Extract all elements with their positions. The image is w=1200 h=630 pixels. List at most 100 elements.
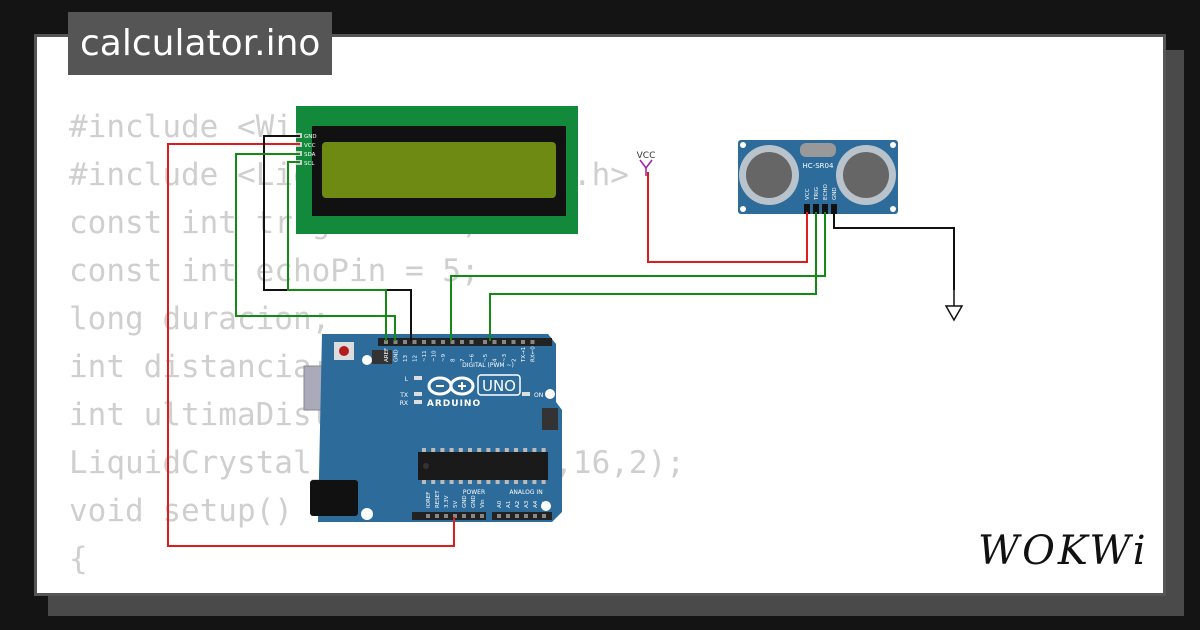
power-pin[interactable] <box>453 514 457 518</box>
digital-pin-label: 8 <box>451 358 457 362</box>
sensor-pin-label: TRIG <box>814 187 820 201</box>
digital-pin[interactable] <box>412 340 417 344</box>
code-line: long duracion; <box>69 301 331 337</box>
code-line: int distancia; <box>69 349 331 385</box>
analog-pin[interactable] <box>542 514 546 518</box>
power-pin-label: 5V <box>453 501 459 508</box>
power-pin[interactable] <box>444 514 448 518</box>
digital-pin-label: ~6 <box>470 353 476 362</box>
digital-pin[interactable] <box>521 340 525 344</box>
power-pin[interactable] <box>426 514 430 518</box>
sensor-pin-label: VCC <box>805 188 811 200</box>
lcd-pin-label: VCC <box>304 143 316 149</box>
digital-pin[interactable] <box>502 340 506 344</box>
sensor-pin-label: ECHO <box>823 184 829 200</box>
power-pin[interactable] <box>435 514 439 518</box>
atmega-chip <box>418 448 548 484</box>
digital-pin[interactable] <box>422 340 426 344</box>
analog-pin-label: A4 <box>533 500 539 508</box>
arduino-model: UNO <box>482 377 516 395</box>
wire-lcd-gnd-to-gnd <box>263 135 412 341</box>
led-label-tx: TX <box>399 392 408 399</box>
digital-pin-label: ~3 <box>502 353 508 362</box>
power-pin-label: RESET <box>435 490 441 508</box>
arduino-uno-board[interactable]: UNO ARDUINO L TX RX ON DIGITAL (PWM ~) P… <box>303 334 562 522</box>
ground-symbol <box>944 290 964 322</box>
digital-pin[interactable] <box>431 340 436 344</box>
analog-pin[interactable] <box>497 514 501 518</box>
wokwi-logo: WOKWi <box>978 528 1149 574</box>
analog-pin[interactable] <box>533 514 537 518</box>
analog-pin-label: A3 <box>524 500 530 508</box>
digital-pin-label: 7 <box>460 358 466 362</box>
sensor-pin[interactable] <box>831 204 837 214</box>
power-pin-label: 3.3V <box>444 495 450 508</box>
digital-pin-label: AREF <box>384 348 390 362</box>
digital-label: DIGITAL (PWM ~) <box>462 362 514 369</box>
analog-pin-label: A1 <box>506 501 512 508</box>
wire-us-vcc <box>647 172 808 263</box>
analog-label: ANALOG IN <box>509 489 542 496</box>
sensor-label: HC-SR04 <box>803 162 834 170</box>
digital-pin[interactable] <box>384 340 388 344</box>
sensor-pin[interactable] <box>804 204 810 214</box>
power-jack <box>310 480 358 516</box>
digital-pin[interactable] <box>441 340 445 344</box>
digital-pin-label: 2 <box>512 359 518 363</box>
digital-pin-label: TX→1 <box>521 347 527 363</box>
power-pin-label: GND <box>471 495 477 508</box>
sensor-pin-label: GND <box>832 187 838 200</box>
digital-pin[interactable] <box>530 340 535 344</box>
sensor-pin[interactable] <box>822 204 828 214</box>
digital-pin[interactable] <box>483 340 487 344</box>
digital-pin-label: ~5 <box>483 353 489 362</box>
led-label-on: ON <box>534 392 543 399</box>
status-leds: L TX RX ON <box>399 376 543 407</box>
power-pin-label: GND <box>462 495 468 508</box>
analog-pin[interactable] <box>506 514 510 518</box>
wires <box>167 135 955 547</box>
digital-pin-label: 12 <box>413 355 419 362</box>
digital-pin-label: GND <box>394 349 400 362</box>
digital-pin[interactable] <box>393 340 398 344</box>
vcc-label: VCC <box>637 151 656 161</box>
wire-us-echo <box>450 212 826 341</box>
code-line: const int echoPin = 5; <box>69 253 480 289</box>
digital-pin-label: ~9 <box>441 353 447 362</box>
digital-pin-label: ~10 <box>432 350 438 362</box>
power-pin[interactable] <box>480 514 484 518</box>
power-pin[interactable] <box>471 514 475 518</box>
project-title: calculator.ino <box>68 12 333 75</box>
digital-pin[interactable] <box>511 340 516 344</box>
lcd-pin-label: SDA <box>304 152 316 158</box>
digital-pin[interactable] <box>469 340 474 344</box>
icsp-header <box>372 350 558 430</box>
digital-pin[interactable] <box>492 340 497 344</box>
lcd-module[interactable]: GND VCC SDA SCL <box>296 106 578 234</box>
sensor-pin[interactable] <box>813 204 819 214</box>
code-line: pinMode(trigPin, OUTPUT); <box>69 583 685 593</box>
digital-pin[interactable] <box>460 340 464 344</box>
analog-pin[interactable] <box>524 514 528 518</box>
code-line: void setup() <box>69 493 293 529</box>
digital-pin[interactable] <box>450 340 455 344</box>
led-label-l: L <box>405 376 409 383</box>
wire-lcd-sda-to-a4 <box>235 153 396 341</box>
digital-pin[interactable] <box>403 340 407 344</box>
analog-pin[interactable] <box>515 514 519 518</box>
wire-us-trig <box>489 212 817 341</box>
arduino-logo: UNO ARDUINO <box>427 374 521 409</box>
digital-pin-label: ~11 <box>422 350 428 362</box>
lcd-pin-label: GND <box>304 134 317 140</box>
analog-pin-label: A5 <box>542 500 548 508</box>
digital-pin-label: 13 <box>403 355 409 362</box>
power-pin[interactable] <box>462 514 466 518</box>
lcd-pin-label: SCL <box>304 161 315 167</box>
analog-pin-label: A0 <box>497 500 503 508</box>
power-pin-label: IOREF <box>426 492 432 508</box>
